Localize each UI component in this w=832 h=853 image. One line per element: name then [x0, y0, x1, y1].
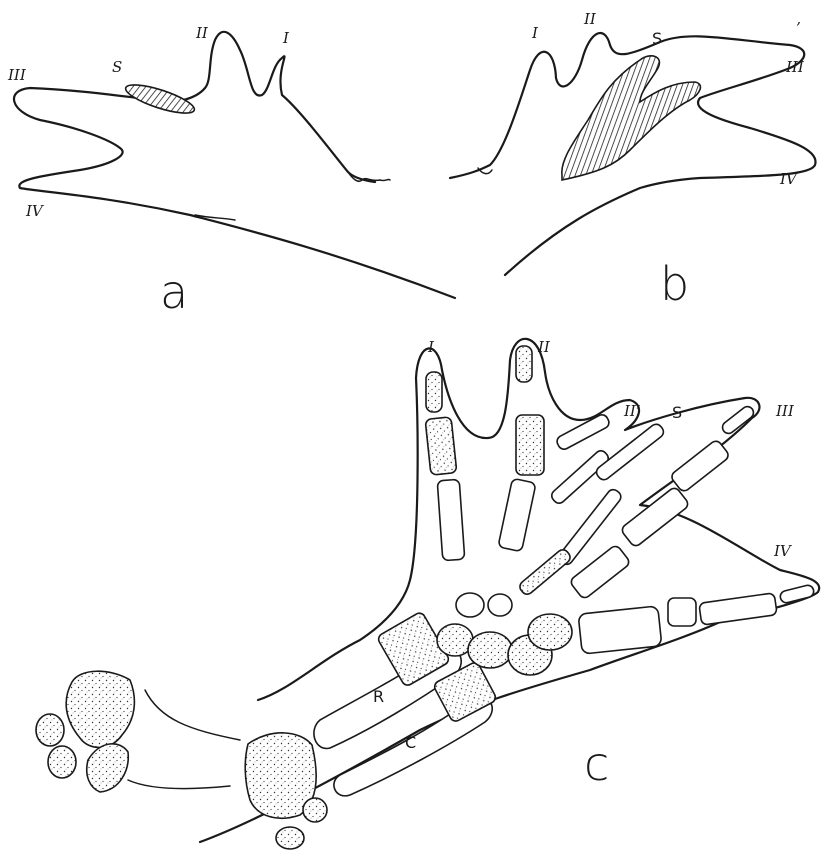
digit-label: S — [652, 29, 662, 48]
digit-label: I — [282, 29, 290, 47]
digit-label: S — [672, 403, 682, 422]
digit-label: IV — [25, 202, 45, 220]
bone-tarsal — [87, 744, 129, 792]
digit-iv-phalanx — [668, 598, 696, 626]
digit-label: I — [531, 24, 539, 42]
panel-letter: a — [160, 265, 188, 319]
digit-iip-phalanx — [555, 413, 611, 452]
panel-b: I II S ’ III IV b — [450, 10, 816, 311]
panel-c: I II II’ S III IV R C c — [36, 338, 819, 849]
digit-ii-phalanx — [516, 415, 544, 475]
digit-iii-phalanx — [670, 439, 731, 493]
carpal — [468, 632, 512, 668]
digit-label: IV — [773, 542, 793, 560]
digit-label: III — [785, 58, 805, 76]
spur-s-rod — [518, 547, 573, 596]
bone-label-c: C — [405, 733, 416, 752]
digit-label: III — [7, 66, 27, 84]
digit-label: II — [537, 338, 551, 356]
panel-a-outline — [14, 32, 455, 298]
bone-label-r: R — [373, 687, 384, 706]
digit-label: III — [775, 402, 795, 420]
bone-tarsal-block — [66, 671, 134, 747]
bone-small — [303, 798, 327, 822]
digit-i-phalanx-tip — [426, 372, 442, 412]
digit-label: I — [427, 338, 435, 356]
digit-label: S — [112, 58, 122, 76]
panel-c-ankle — [145, 690, 240, 740]
digit-iv-phalanx-tip — [779, 584, 815, 604]
digit-i-phalanx — [425, 417, 457, 475]
digit-label: II — [583, 10, 597, 28]
digit-label: II’ — [623, 402, 641, 420]
digit-i-metacarpal — [437, 479, 465, 560]
bone-knob — [48, 746, 76, 778]
panel-a: III S II I IV a — [7, 24, 455, 319]
panel-letter: c — [584, 737, 609, 791]
digit-iv-phalanx — [699, 593, 777, 625]
bone-small — [276, 827, 304, 849]
digit-label: ’ — [796, 19, 801, 37]
panel-c-heel — [128, 780, 230, 788]
carpal — [456, 593, 484, 617]
panel-b-spur-s — [562, 56, 701, 180]
digit-label: II — [195, 24, 209, 42]
bone-knob — [36, 714, 64, 746]
carpal — [488, 594, 512, 616]
digit-iv-metacarpal — [578, 606, 662, 654]
digit-label: IV — [779, 170, 799, 188]
panel-letter: b — [660, 257, 689, 311]
digit-ii-metacarpal — [498, 478, 536, 551]
carpal — [528, 614, 572, 650]
digit-ii-phalanx-tip — [516, 346, 532, 382]
